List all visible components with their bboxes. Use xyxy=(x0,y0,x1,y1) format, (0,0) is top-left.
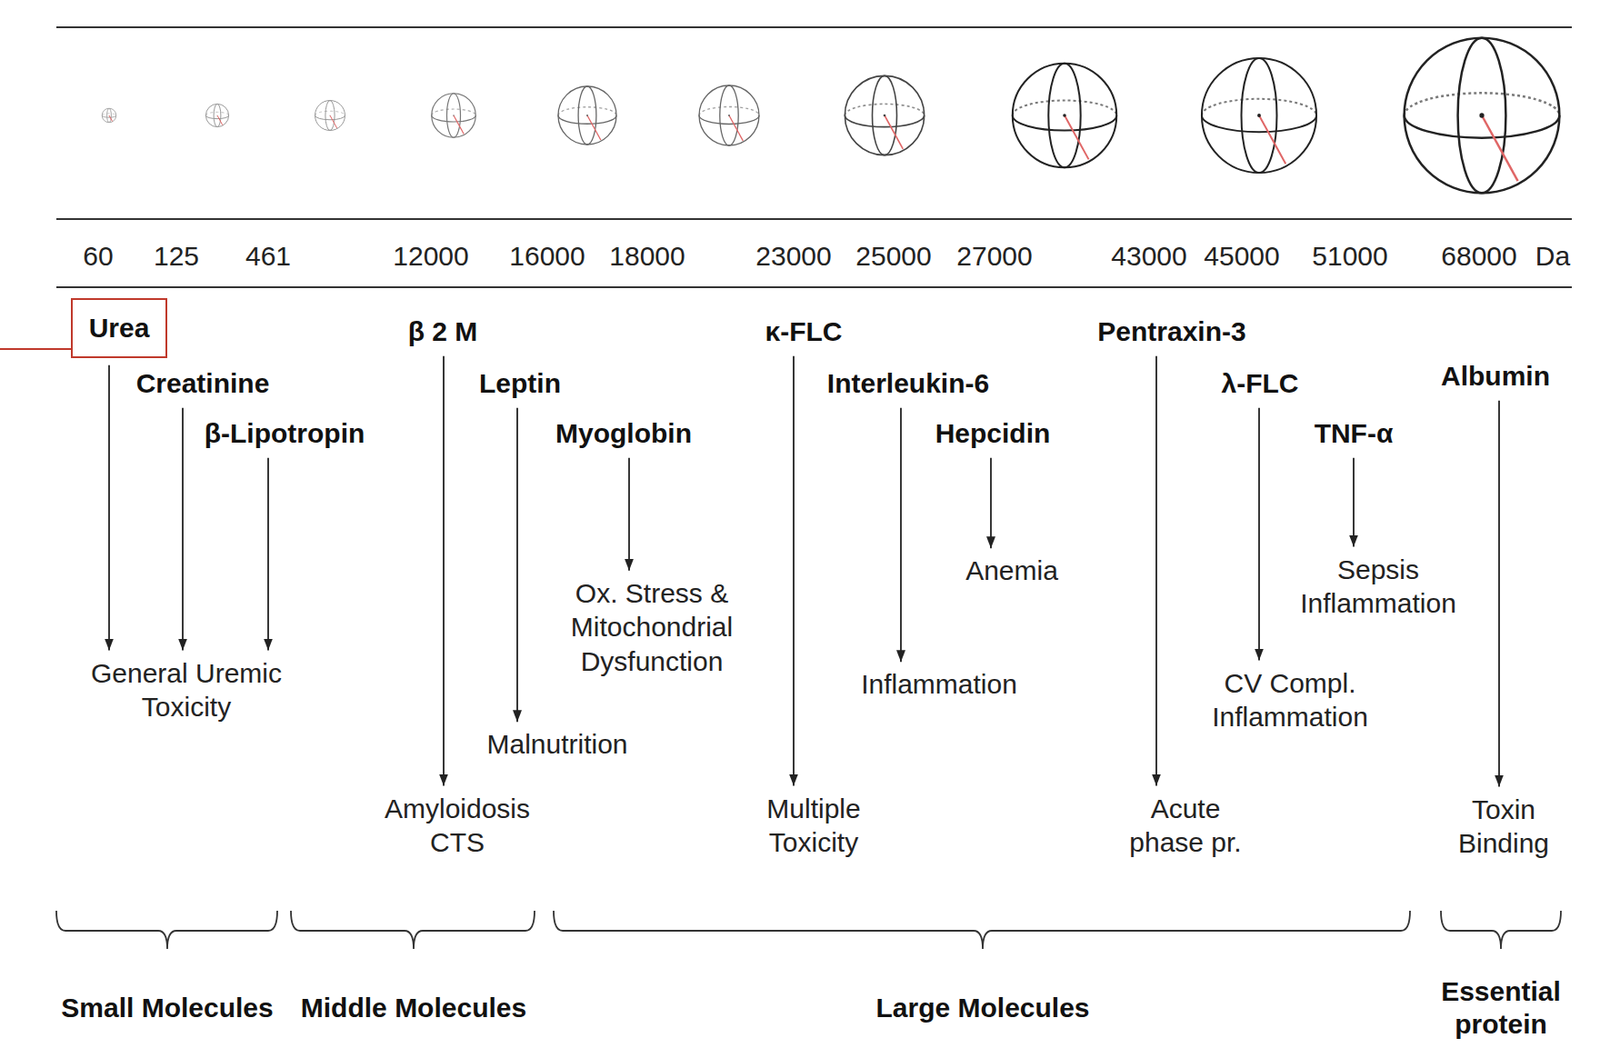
mass-value: 18000 xyxy=(609,240,685,273)
mass-value: 125 xyxy=(153,240,200,273)
node-text: κ-FLC xyxy=(764,314,842,350)
highlight-box: Urea xyxy=(70,298,169,359)
molecule-sphere xyxy=(205,103,229,127)
effect-arrow xyxy=(108,365,110,651)
mass-value: 45000 xyxy=(1203,240,1280,273)
node-text: Acute phase pr. xyxy=(1117,791,1254,860)
node-text: General Uremic Toxicity xyxy=(77,656,296,725)
node-text: Albumin xyxy=(1440,359,1550,394)
group-brace xyxy=(56,910,278,950)
effect-arrow xyxy=(1258,408,1260,661)
mass-value: 16000 xyxy=(509,240,585,273)
effect-label: CV Compl. Inflammation xyxy=(1199,666,1381,735)
unit-label: Da xyxy=(1535,240,1570,273)
molecule-name: κ-FLC xyxy=(764,314,842,350)
effect-arrow xyxy=(1352,458,1355,548)
molecule-sphere xyxy=(315,100,346,131)
effect-arrow xyxy=(1498,400,1500,788)
group-brace xyxy=(553,910,1410,950)
mass-value: 461 xyxy=(245,240,291,273)
molecule-sphere xyxy=(1404,38,1560,194)
highlight-leader xyxy=(0,348,82,350)
mass-value: 43000 xyxy=(1110,240,1187,273)
molecule-name: Hepcidin xyxy=(935,416,1051,451)
category-label: Large Molecules xyxy=(875,991,1090,1025)
node-text: Anemia xyxy=(965,553,1059,589)
rule-line xyxy=(56,218,1572,220)
node-text: Multiple Toxicity xyxy=(745,791,882,860)
node-text: Pentraxin-3 xyxy=(1097,314,1246,350)
effect-arrow xyxy=(1155,356,1158,787)
effect-label: Acute phase pr. xyxy=(1117,791,1254,860)
effect-label: Sepsis Inflammation xyxy=(1287,552,1470,621)
effect-arrow xyxy=(181,408,184,651)
molecule-sphere xyxy=(844,75,924,155)
mass-value: 25000 xyxy=(855,240,931,273)
effect-label: General Uremic Toxicity xyxy=(77,656,296,725)
effect-label: Amyloidosis CTS xyxy=(375,791,540,860)
node-text: Amyloidosis CTS xyxy=(375,791,540,860)
node-text: TNF-α xyxy=(1314,416,1394,451)
molecule-name: Albumin xyxy=(1440,359,1550,394)
mass-value: 27000 xyxy=(956,240,1032,273)
effect-label: Toxin Binding xyxy=(1440,792,1568,861)
mass-value: 23000 xyxy=(755,240,831,273)
molecule-name: β-Lipotropin xyxy=(204,416,366,451)
molecule-name: Creatinine xyxy=(136,366,270,401)
node-text: Ox. Stress & Mitochondrial Dysfunction xyxy=(556,576,748,680)
effect-label: Multiple Toxicity xyxy=(745,791,882,860)
node-text: λ-FLC xyxy=(1221,366,1300,401)
effect-arrow xyxy=(990,458,992,550)
node-text: Urea xyxy=(89,310,150,346)
node-text: Inflammation xyxy=(860,667,1018,702)
category-label: Small Molecules xyxy=(60,991,273,1025)
node-text: Myoglobin xyxy=(555,416,692,451)
rule-line xyxy=(56,286,1572,289)
node-text: β 2 M xyxy=(408,314,479,350)
group-brace xyxy=(290,910,535,950)
effect-label: Malnutrition xyxy=(486,727,628,762)
effect-label: Ox. Stress & Mitochondrial Dysfunction xyxy=(556,576,748,680)
rule-line xyxy=(56,26,1572,29)
category-label: Middle Molecules xyxy=(300,991,527,1025)
molecule-sphere xyxy=(558,86,617,145)
effect-label: Anemia xyxy=(965,553,1059,589)
category-label: Essential protein xyxy=(1423,975,1579,1041)
node-text: Malnutrition xyxy=(486,727,628,762)
node-text: Hepcidin xyxy=(935,416,1051,451)
mass-value: 60 xyxy=(82,240,113,273)
mass-value: 68000 xyxy=(1440,240,1517,273)
node-text: Interleukin-6 xyxy=(827,366,990,401)
molecule-sphere xyxy=(1012,63,1117,168)
node-text: Sepsis Inflammation xyxy=(1287,552,1470,621)
molecule-name: Pentraxin-3 xyxy=(1097,314,1246,350)
effect-label: Inflammation xyxy=(860,667,1018,702)
node-text: Leptin xyxy=(479,366,561,401)
mass-value: 51000 xyxy=(1311,240,1388,273)
molecule-sphere xyxy=(101,108,117,123)
node-text: Creatinine xyxy=(136,366,270,401)
effect-arrow xyxy=(900,408,902,663)
molecule-sphere xyxy=(1201,58,1317,173)
molecule-sphere xyxy=(431,93,477,139)
effect-arrow xyxy=(516,408,519,723)
effect-arrow xyxy=(792,356,795,787)
molecule-name: Myoglobin xyxy=(555,416,692,451)
node-text: β-Lipotropin xyxy=(204,416,366,451)
molecule-name: β 2 M xyxy=(408,314,479,350)
molecule-name: Leptin xyxy=(479,366,561,401)
molecule-sphere xyxy=(699,85,760,146)
effect-arrow xyxy=(628,458,630,571)
effect-arrow xyxy=(267,458,270,651)
node-text: CV Compl. Inflammation xyxy=(1199,666,1381,735)
molecule-name: Interleukin-6 xyxy=(827,366,990,401)
effect-arrow xyxy=(442,356,445,787)
molecule-name: λ-FLC xyxy=(1221,366,1300,401)
mass-value: 12000 xyxy=(392,240,469,273)
molecule-name: TNF-α xyxy=(1314,416,1394,451)
node-text: Toxin Binding xyxy=(1440,792,1568,861)
group-brace xyxy=(1440,910,1561,950)
